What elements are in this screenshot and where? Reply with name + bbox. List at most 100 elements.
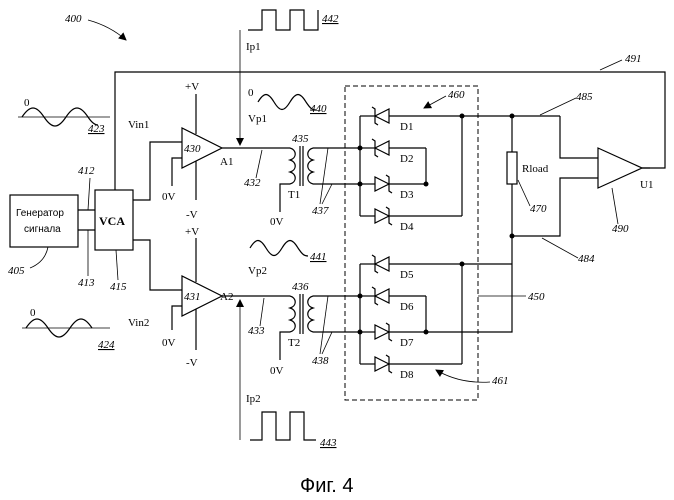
- u1-label: U1: [640, 179, 653, 191]
- vp1-label: Vp1: [248, 113, 267, 125]
- vca-to-a2-wire: [133, 240, 182, 290]
- a1-minus-v-label: -V: [186, 209, 198, 221]
- ref-433: 433: [248, 325, 265, 337]
- ref-438: 438: [312, 355, 329, 367]
- ref-415: 415: [110, 281, 127, 293]
- a2-plus-v-label: +V: [185, 226, 199, 238]
- ref-461-leader: [436, 370, 490, 382]
- ref-423: 423: [88, 123, 105, 135]
- ref-484-leader: [542, 238, 578, 258]
- ref-441: 441: [310, 251, 327, 263]
- ref-432-leader: [256, 150, 262, 178]
- ref-424: 424: [98, 339, 115, 351]
- ref-405: 405: [8, 265, 25, 277]
- diode-network-box-450: [345, 86, 478, 400]
- vp1-zero-label: 0: [248, 87, 254, 99]
- node-t2-top: [358, 294, 363, 299]
- signal-generator-block: [10, 195, 78, 247]
- node-bank1-mid: [424, 182, 429, 187]
- ref-443: 443: [320, 437, 337, 449]
- vp1-sine-wave: [258, 95, 316, 111]
- ref-438-leader-a: [320, 296, 328, 354]
- ip2-square-wave: [250, 412, 316, 440]
- ref-470: 470: [530, 203, 547, 215]
- ref-490: 490: [612, 223, 629, 235]
- ip2-label: Ip2: [246, 393, 261, 405]
- ref-460: 460: [448, 89, 465, 101]
- node-t1-bottom: [358, 182, 363, 187]
- a1-ground-lead: [172, 158, 182, 186]
- t1-secondary-coil: [308, 148, 313, 184]
- ref-461: 461: [492, 375, 509, 387]
- ref-430: 430: [184, 143, 201, 155]
- t2-0v-label: 0V: [270, 365, 284, 377]
- vca-label: VCA: [99, 214, 125, 228]
- d5-label: D5: [400, 269, 414, 281]
- load-resistor: [507, 152, 517, 184]
- ref-412-leader: [88, 178, 90, 210]
- t1-primary-coil: [290, 148, 295, 184]
- ref-484: 484: [578, 253, 595, 265]
- a1-label: A1: [220, 156, 233, 168]
- ref-435: 435: [292, 133, 309, 145]
- vin2-zero-label: 0: [30, 307, 36, 319]
- a1-0v-label: 0V: [162, 191, 176, 203]
- amplifier-u1: [598, 148, 642, 188]
- a1-plus-v-label: +V: [185, 81, 199, 93]
- node-484-rload: [510, 234, 515, 239]
- diode-d7: [360, 323, 426, 341]
- vp2-label: Vp2: [248, 265, 267, 277]
- ip1-square-wave: [248, 10, 318, 30]
- d8-label: D8: [400, 369, 414, 381]
- node-485-rload: [510, 114, 515, 119]
- t2-secondary-coil: [308, 296, 313, 332]
- vin1-zero-label: 0: [24, 97, 30, 109]
- t2-primary-coil: [290, 296, 295, 332]
- ref-490-leader: [612, 188, 618, 224]
- rail-485-to-u1: [560, 116, 598, 158]
- ref-491-leader: [600, 60, 622, 70]
- node-t2-bottom: [358, 330, 363, 335]
- d2-label: D2: [400, 153, 413, 165]
- ref-460-leader: [424, 96, 446, 108]
- ref-400: 400: [65, 13, 82, 25]
- vin2-label: Vin2: [128, 317, 149, 329]
- ref-400-leader: [88, 20, 126, 40]
- generator-label-line2: сигнала: [24, 224, 61, 235]
- ref-436: 436: [292, 281, 309, 293]
- ref-470-leader: [518, 180, 530, 206]
- vin1-label: Vin1: [128, 119, 149, 131]
- a2-label: A2: [220, 291, 233, 303]
- d6-label: D6: [400, 301, 414, 313]
- ip1-label: Ip1: [246, 41, 261, 53]
- diode-d2: [360, 139, 426, 157]
- ref-432: 432: [244, 177, 261, 189]
- t2-label: T2: [288, 337, 300, 349]
- ref-442: 442: [322, 13, 339, 25]
- ref-412: 412: [78, 165, 95, 177]
- d1-label: D1: [400, 121, 413, 133]
- a2-ground-lead: [172, 306, 182, 330]
- ref-437-leader-b: [322, 184, 332, 204]
- ref-415-leader: [116, 250, 118, 280]
- ref-437: 437: [312, 205, 329, 217]
- figure-caption: Фиг. 4: [300, 475, 353, 497]
- d3-label: D3: [400, 189, 414, 201]
- vp2-sine-wave: [250, 241, 308, 257]
- diode-d6: [360, 287, 426, 305]
- d7-label: D7: [400, 337, 414, 349]
- ref-405-leader: [30, 247, 48, 268]
- diode-d3: [360, 175, 426, 193]
- ref-438-leader-b: [322, 332, 332, 354]
- ref-433-leader: [260, 298, 264, 326]
- ref-485: 485: [576, 91, 593, 103]
- generator-label-line1: Генератор: [16, 208, 64, 219]
- d4-label: D4: [400, 221, 414, 233]
- ref-491: 491: [625, 53, 642, 65]
- t1-label: T1: [288, 189, 300, 201]
- rload-label: Rload: [522, 163, 549, 175]
- ref-437-leader-a: [320, 148, 328, 204]
- a2-0v-label: 0V: [162, 337, 176, 349]
- ref-450: 450: [528, 291, 545, 303]
